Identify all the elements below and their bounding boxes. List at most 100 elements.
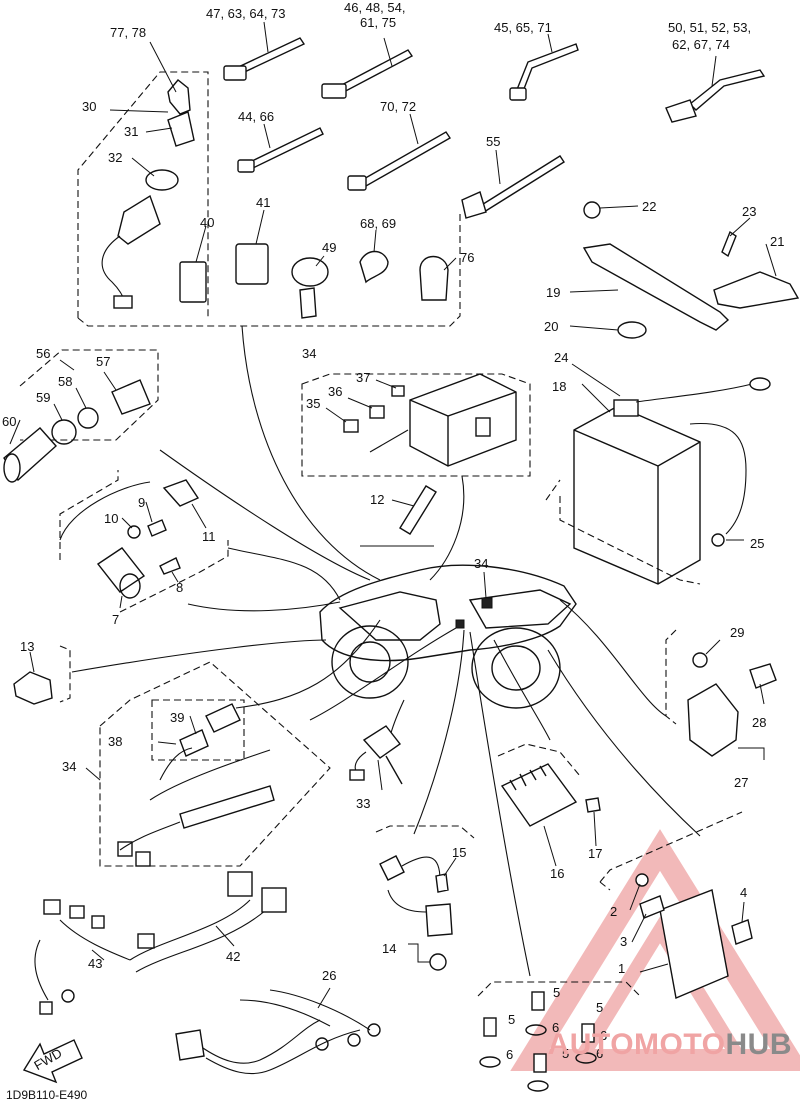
battery-lead-plus <box>749 377 771 391</box>
connector-39 <box>179 729 209 757</box>
callout-40: 40 <box>200 215 214 230</box>
cdi-group <box>599 811 753 999</box>
relay-41 <box>235 209 269 285</box>
leader-lines <box>71 325 701 977</box>
fuse-36 <box>369 405 385 419</box>
diagram-code: 1D9B110-E490 <box>6 1088 88 1102</box>
washer-6-d <box>527 1080 549 1092</box>
callout-47: 47, 63, 64, 73 <box>206 6 286 21</box>
callout-4: 4 <box>740 885 747 900</box>
top-group-border <box>77 210 461 327</box>
sender-group <box>375 825 475 971</box>
fwd-arrow <box>22 1039 83 1084</box>
coil-group <box>59 470 229 613</box>
callout-68-69: 68, 69 <box>360 216 396 231</box>
callout-41: 41 <box>256 195 270 210</box>
callout-55: 55 <box>486 134 500 149</box>
main-switch-group <box>77 41 209 318</box>
callout-6a: 6 <box>552 1020 559 1035</box>
callout-44-66: 44, 66 <box>238 109 274 124</box>
nut-32 <box>145 169 179 191</box>
nut-58 <box>77 407 99 429</box>
callout-1: 1 <box>618 961 625 976</box>
callout-22: 22 <box>642 199 656 214</box>
callout-59: 59 <box>36 390 50 405</box>
callout-2: 2 <box>610 904 617 919</box>
callout-36: 36 <box>328 384 342 399</box>
bolt-23 <box>721 230 737 258</box>
grip-group <box>3 349 159 483</box>
callout-58: 58 <box>58 374 72 389</box>
fuse-37 <box>391 385 405 397</box>
callout-27: 27 <box>734 775 748 790</box>
battery-cap-24 <box>613 399 639 417</box>
callout-18: 18 <box>552 379 566 394</box>
callout-35: 35 <box>306 396 320 411</box>
callout-57: 57 <box>96 354 110 369</box>
bolt-2 <box>635 873 649 887</box>
cap-11 <box>162 479 200 507</box>
callout-9: 9 <box>138 495 145 510</box>
fuse-box-group <box>301 373 531 477</box>
connector-40 <box>179 225 207 303</box>
callout-13: 13 <box>20 639 34 654</box>
callout-5c: 5 <box>596 1000 603 1015</box>
clamp-76 <box>419 255 457 301</box>
sensor-13 <box>13 645 71 705</box>
watermark-part2: HUB <box>725 1028 792 1061</box>
callout-20: 20 <box>544 319 558 334</box>
callout-76: 76 <box>460 250 474 265</box>
bolt-5-c <box>483 1017 497 1037</box>
watermark-logo <box>510 829 800 1071</box>
callout-45-65-71: 45, 65, 71 <box>494 20 552 35</box>
callout-49: 49 <box>322 240 336 255</box>
callout-34b: 34 <box>474 556 488 571</box>
bolt-5-d <box>533 1053 547 1073</box>
callout-6d: 6 <box>596 1046 603 1061</box>
harness-group <box>85 661 331 867</box>
cable-tie-46 <box>321 37 414 99</box>
bracket-3 <box>639 895 665 919</box>
battery-lead-25 <box>711 533 725 547</box>
bolt-29 <box>692 652 708 668</box>
callout-5b: 5 <box>508 1012 515 1027</box>
cable-tie-70 <box>347 113 451 191</box>
bolt-8 <box>159 557 181 575</box>
fasteners-5-6 <box>477 981 641 1092</box>
washer-6-b <box>575 1052 597 1064</box>
bolt-17 <box>585 797 601 813</box>
battery-bracket <box>569 201 800 339</box>
callout-38: 38 <box>108 734 122 749</box>
key-77 <box>167 79 191 115</box>
callout-labels: 1 2 3 4 5 5 5 5 6 6 6 6 7 8 9 10 11 12 1… <box>2 0 784 1073</box>
switch-57 <box>111 379 151 415</box>
callout-8: 8 <box>176 580 183 595</box>
callout-17: 17 <box>588 846 602 861</box>
starter-relay-group <box>665 629 777 760</box>
callout-23: 23 <box>742 204 756 219</box>
cable-tie-47 <box>223 21 306 81</box>
callout-46-top: 46, 48, 54, <box>344 0 405 15</box>
callout-5d: 5 <box>562 1046 569 1061</box>
grommet-20 <box>617 321 647 339</box>
watermark-part1: AUTOMOTO <box>547 1028 726 1061</box>
switch-33 <box>349 725 403 791</box>
fuse-28 <box>749 663 777 689</box>
washer-10 <box>127 525 141 539</box>
callout-43: 43 <box>88 956 102 971</box>
callout-34a: 34 <box>302 346 316 361</box>
battery-18 <box>545 363 771 585</box>
callout-28: 28 <box>752 715 766 730</box>
callout-37: 37 <box>356 370 370 385</box>
callout-34c: 34 <box>62 759 76 774</box>
fuse-35 <box>343 419 359 433</box>
cable-clamp-45 <box>509 33 579 101</box>
atv-outline <box>319 564 577 709</box>
cable-tie-55 <box>461 149 565 219</box>
bolt-5-b <box>581 1023 595 1043</box>
bolt-5-a <box>531 991 545 1011</box>
callout-50-bot: 62, 67, 74 <box>672 37 730 52</box>
rectifier-16 <box>497 743 601 867</box>
clamp-49 <box>291 255 329 319</box>
